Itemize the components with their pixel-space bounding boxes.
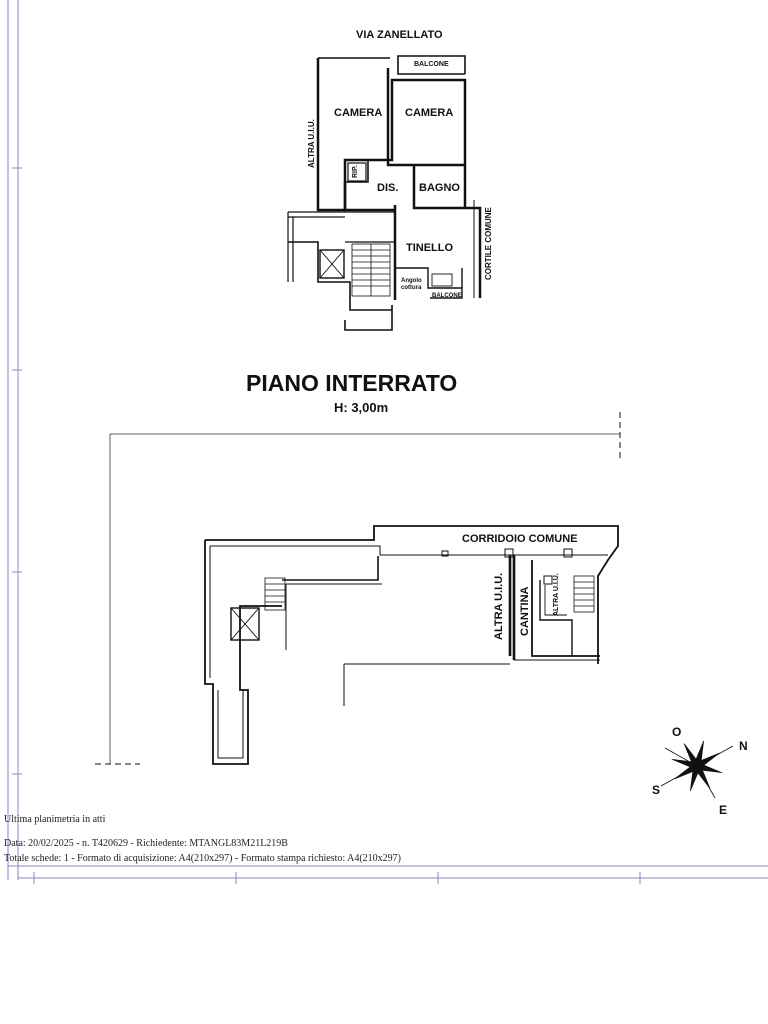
bagno-label: BAGNO (419, 182, 460, 194)
sheet-frame (7, 0, 768, 884)
corridoio-comune-label: CORRIDOIO COMUNE (462, 533, 578, 545)
compass-north-label: N (739, 739, 748, 753)
compass-rose-icon (660, 740, 734, 799)
angolo-cottura-label-2: cottura (401, 285, 422, 291)
basement-title: PIANO INTERRATO (246, 370, 457, 396)
footer-date-line: Data: 20/02/2025 - n. T420629 - Richiede… (4, 838, 288, 849)
compass-east-label: E (719, 803, 727, 817)
cortile-comune-label: CORTILE COMUNE (484, 206, 493, 280)
footer-format-line: Totale schede: 1 - Formato di acquisizio… (4, 853, 401, 864)
basement-plan (95, 412, 621, 765)
camera-right-label: CAMERA (405, 107, 453, 119)
balcony-bottom-label: BALCONE (432, 293, 462, 299)
altra-uiu-upper-label: ALTRA U.I.U. (307, 119, 316, 168)
altra-uiu-basement-right-label: ALTRA U.I.U. (553, 573, 560, 616)
compass-south-label: S (652, 783, 660, 797)
dis-label: DIS. (377, 182, 398, 194)
altra-uiu-basement-left-label: ALTRA U.I.U. (493, 573, 505, 640)
footer-note: Ultima planimetria in atti (4, 814, 106, 825)
angolo-cottura-label-1: Angolo (401, 278, 422, 284)
basement-height: H: 3,00m (334, 400, 388, 415)
upper-floor-plan (287, 55, 482, 331)
camera-left-label: CAMERA (334, 107, 382, 119)
street-label: VIA ZANELLATO (356, 29, 443, 41)
balcony-top-label: BALCONE (414, 61, 449, 68)
rip-label: RIP. (352, 165, 359, 178)
compass-west-label: O (672, 725, 681, 739)
cantina-label: CANTINA (519, 586, 531, 636)
tinello-label: TINELLO (406, 242, 453, 254)
